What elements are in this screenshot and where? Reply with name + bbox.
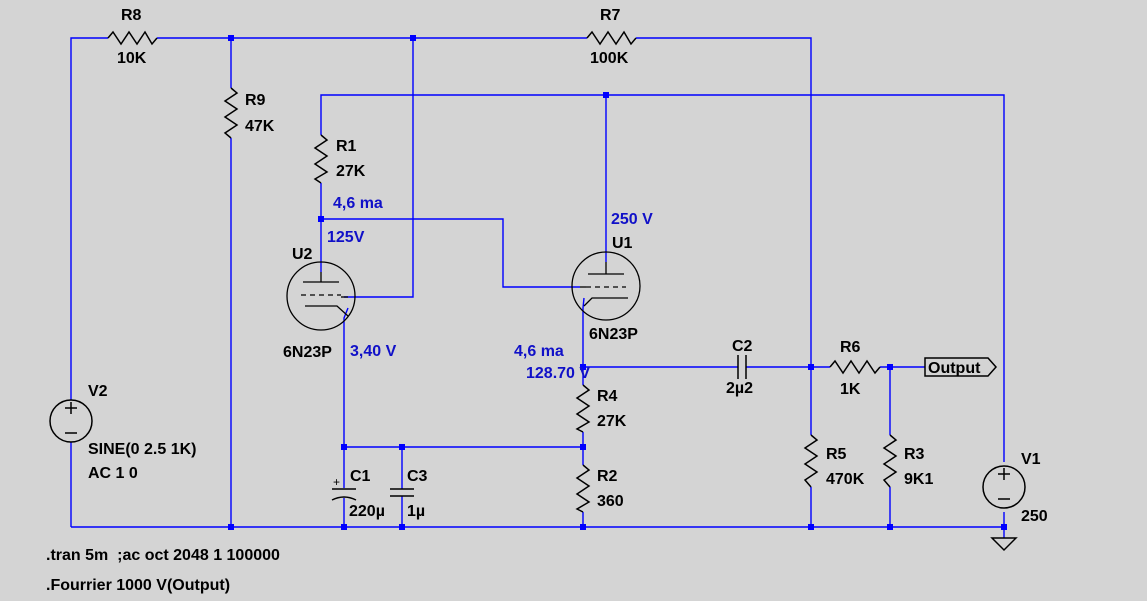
junction-dot bbox=[410, 35, 416, 41]
capacitor-c2 bbox=[737, 355, 747, 379]
resistor-r8 bbox=[107, 30, 158, 46]
voltage-annotations: 4,6 ma 125V 250 V 3,40 V 4,6 ma 128.70 V bbox=[327, 195, 653, 382]
resistor-r5 bbox=[803, 434, 819, 488]
resistor-r9 bbox=[223, 87, 239, 139]
v1-name: V1 bbox=[1021, 451, 1041, 468]
component-labels: R8 10K R7 100K R9 47K R1 27K U2 6N23P U1… bbox=[88, 7, 1048, 525]
junction-dot bbox=[808, 364, 814, 370]
u2-model: 6N23P bbox=[283, 344, 332, 361]
resistor-r3 bbox=[882, 434, 898, 488]
tube-u1 bbox=[571, 251, 641, 321]
r5-name: R5 bbox=[826, 446, 847, 463]
junction-dot bbox=[887, 364, 893, 370]
c3-name: C3 bbox=[407, 468, 428, 485]
wire-bplus-rail bbox=[320, 94, 1005, 462]
r2-value: 360 bbox=[597, 493, 624, 510]
u2-current-annotation: 4,6 ma bbox=[333, 195, 383, 212]
r6-value: 1K bbox=[840, 381, 861, 398]
junction-dot bbox=[399, 444, 405, 450]
r8-name: R8 bbox=[121, 7, 142, 24]
spice-directive-tran: .tran 5m ;ac oct 2048 1 100000 bbox=[46, 547, 280, 564]
voltage-source-v2 bbox=[49, 399, 93, 443]
resistor-r6 bbox=[829, 359, 881, 375]
junction-dot bbox=[887, 524, 893, 530]
r5-value: 470K bbox=[826, 471, 865, 488]
r1-name: R1 bbox=[336, 138, 357, 155]
ground-symbol bbox=[990, 537, 1018, 552]
u1-current-annotation: 4,6 ma bbox=[514, 343, 564, 360]
junction-dot bbox=[603, 92, 609, 98]
wire-top-right bbox=[636, 37, 812, 435]
r2-name: R2 bbox=[597, 468, 618, 485]
wire-u2-plate-u1-grid bbox=[321, 218, 580, 288]
v2-ac: AC 1 0 bbox=[88, 465, 138, 482]
junction-dot bbox=[580, 524, 586, 530]
u1-plate-voltage-annotation: 250 V bbox=[611, 211, 653, 228]
v2-value: SINE(0 2.5 1K) bbox=[88, 441, 196, 458]
resistor-r7 bbox=[586, 30, 637, 46]
junction-dot bbox=[1001, 524, 1007, 530]
u2-name: U2 bbox=[292, 246, 313, 263]
r8-value: 10K bbox=[117, 50, 147, 67]
r6-name: R6 bbox=[840, 339, 861, 356]
junction-dot bbox=[580, 364, 586, 370]
c3-value: 1µ bbox=[407, 503, 425, 520]
r7-value: 100K bbox=[590, 50, 629, 67]
resistor-r1 bbox=[313, 134, 329, 184]
u1-name: U1 bbox=[612, 235, 633, 252]
junction-dot bbox=[228, 524, 234, 530]
output-net-flag bbox=[924, 357, 998, 377]
r7-name: R7 bbox=[600, 7, 621, 24]
r9-name: R9 bbox=[245, 92, 266, 109]
wire-u2-grid bbox=[344, 38, 414, 298]
capacitor-c1 bbox=[331, 488, 357, 501]
tube-u2 bbox=[286, 261, 356, 331]
junction-dot bbox=[318, 216, 324, 222]
wire-top-left bbox=[70, 37, 108, 400]
spice-directive-fourier: .Fourrier 1000 V(Output) bbox=[46, 577, 230, 594]
resistor-r4 bbox=[575, 384, 591, 433]
capacitor-c3 bbox=[390, 488, 414, 497]
junction-dot bbox=[808, 524, 814, 530]
junction-dot bbox=[341, 524, 347, 530]
u1-model: 6N23P bbox=[589, 326, 638, 343]
u2-cathode-voltage-annotation: 3,40 V bbox=[350, 343, 397, 360]
junction-dot bbox=[580, 444, 586, 450]
junction-dot bbox=[399, 524, 405, 530]
r1-value: 27K bbox=[336, 163, 366, 180]
r9-value: 47K bbox=[245, 118, 275, 135]
capacitors bbox=[331, 355, 747, 501]
c1-plus: + bbox=[333, 475, 340, 489]
junction-dot bbox=[341, 444, 347, 450]
c2-name: C2 bbox=[732, 338, 753, 355]
resistor-r2 bbox=[575, 464, 591, 513]
spice-directives: .tran 5m ;ac oct 2048 1 100000 .Fourrier… bbox=[46, 547, 280, 594]
u1-cathode-voltage-annotation: 128.70 V bbox=[526, 365, 590, 382]
v1-value: 250 bbox=[1021, 508, 1048, 525]
c2-value: 2µ2 bbox=[726, 380, 753, 397]
r3-value: 9K1 bbox=[904, 471, 933, 488]
r4-value: 27K bbox=[597, 413, 627, 430]
junction-dots bbox=[228, 35, 1007, 530]
junction-dot bbox=[228, 35, 234, 41]
wire-u1-cathode bbox=[582, 297, 585, 385]
resistors bbox=[107, 30, 898, 513]
c1-value: 220µ bbox=[349, 503, 385, 520]
output-label: Output bbox=[928, 360, 981, 377]
v2-name: V2 bbox=[88, 383, 108, 400]
r3-name: R3 bbox=[904, 446, 925, 463]
u2-plate-voltage-annotation: 125V bbox=[327, 229, 365, 246]
voltage-source-v1 bbox=[982, 465, 1026, 509]
wires bbox=[70, 37, 1005, 538]
r4-name: R4 bbox=[597, 388, 618, 405]
wire-u2-cathode bbox=[343, 307, 349, 447]
c1-name: C1 bbox=[350, 468, 371, 485]
